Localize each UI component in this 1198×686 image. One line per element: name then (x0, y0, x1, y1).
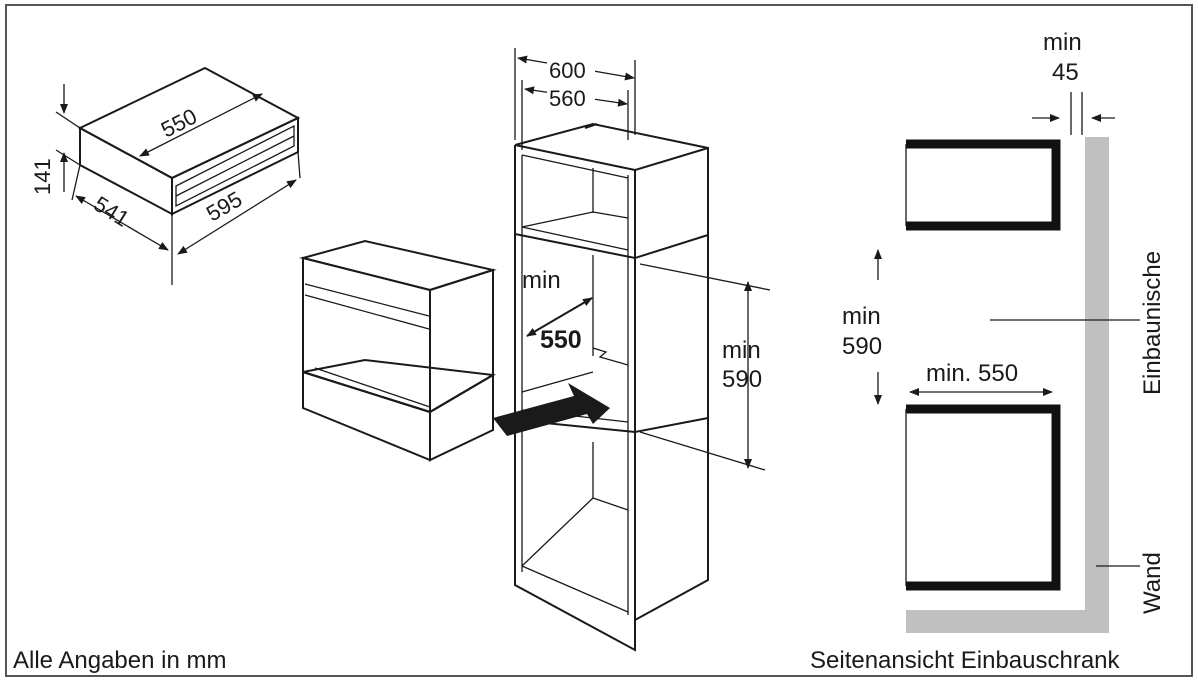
gap-min-label: min (1043, 29, 1082, 56)
outer-border (5, 4, 1193, 677)
niche-depth-value-label: 550 (540, 326, 582, 354)
niche-label: Einbaunische (1139, 251, 1166, 395)
drawer-front-width-label: 595 (202, 186, 246, 226)
cabinet-outer-width-label: 600 (549, 58, 586, 83)
side-view: min 45 min 590 min. 550 Einbaunische Wan… (842, 29, 1166, 633)
side-height-min-label: min (842, 303, 881, 330)
niche-height-value-label: 590 (722, 366, 762, 393)
oven-with-drawer (299, 239, 497, 462)
upper-cabinet-section (906, 139, 1061, 231)
wall-floor (906, 610, 1109, 633)
wall-label: Wand (1139, 552, 1166, 614)
side-depth-label: min. 550 (926, 360, 1018, 387)
wall-vertical (1085, 137, 1109, 633)
lower-cabinet-section (906, 404, 1061, 591)
drawer-height-label: 141 (30, 158, 55, 195)
niche-height-min-label: min (722, 337, 761, 364)
insert-arrow-icon (493, 383, 610, 436)
drawer-width-label: 550 (157, 104, 201, 143)
niche-depth-min-label: min (522, 267, 561, 294)
side-height-value-label: 590 (842, 333, 882, 360)
tall-cabinet: 600 560 min 550 min 590 (493, 48, 771, 652)
units-note: Alle Angaben in mm (13, 647, 226, 674)
gap-value-label: 45 (1052, 59, 1079, 86)
warming-drawer: 550 141 541 595 (30, 66, 301, 285)
side-view-caption: Seitenansicht Einbauschrank (810, 647, 1121, 674)
cabinet-inner-width-label: 560 (549, 86, 586, 111)
